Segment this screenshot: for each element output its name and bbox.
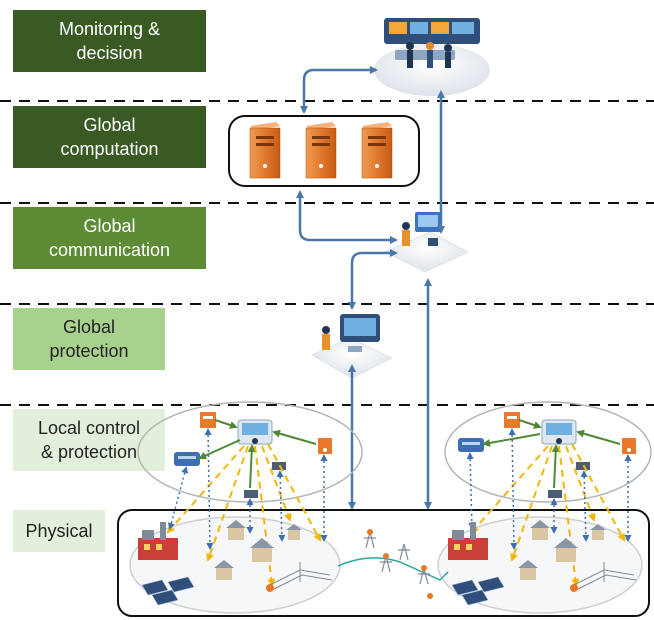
protection-device-icon	[318, 438, 332, 454]
microgrid-left	[129, 401, 363, 614]
microgrid-right	[437, 401, 652, 614]
layer-label-global-computation: Global computation	[13, 106, 206, 168]
server-icon	[305, 122, 337, 179]
protection-device-icon	[200, 412, 216, 428]
factory-icon	[448, 522, 488, 560]
link-monitoring-to-computation	[300, 66, 378, 114]
physical-layer-box	[117, 509, 650, 617]
transmission-towers-icon	[337, 529, 449, 599]
house-icon	[530, 520, 550, 540]
house-icon	[250, 538, 274, 562]
house-icon	[226, 520, 246, 540]
solar-panel-icon	[451, 576, 505, 606]
layer-label-monitoring-decision: Monitoring & decision	[13, 10, 206, 72]
link-communication-to-protection	[348, 249, 398, 310]
layer-label-global-communication: Global communication	[13, 207, 206, 269]
solar-panel-icon	[141, 576, 195, 606]
local-controller-icon	[541, 419, 577, 445]
server-icon	[361, 122, 393, 179]
power-line-icon	[269, 562, 333, 591]
house-icon	[214, 560, 234, 580]
communication-operator-icon	[383, 212, 470, 273]
switch-icon	[548, 490, 562, 498]
protection-operator-icon	[310, 314, 394, 379]
link-computation-to-communication	[296, 190, 398, 244]
server-group-box	[228, 115, 420, 187]
power-line-icon	[573, 562, 637, 591]
local-control-ellipse	[444, 401, 652, 503]
layer-label-local-control-protection: Local control & protection	[13, 409, 165, 471]
router-icon	[458, 438, 484, 452]
layer-label-physical: Physical	[13, 510, 105, 552]
router-icon	[174, 452, 200, 466]
house-icon	[590, 524, 606, 540]
protection-device-icon	[622, 438, 636, 454]
protection-device-icon	[504, 412, 520, 428]
server-icon	[249, 122, 281, 179]
layer-label-global-protection: Global protection	[13, 308, 165, 370]
house-icon	[518, 560, 538, 580]
house-icon	[286, 524, 302, 540]
house-icon	[554, 538, 578, 562]
factory-icon	[138, 522, 178, 560]
communication-links	[296, 66, 445, 510]
control-room-icon	[374, 18, 490, 96]
switch-icon	[244, 490, 258, 498]
local-controller-icon	[237, 419, 273, 445]
